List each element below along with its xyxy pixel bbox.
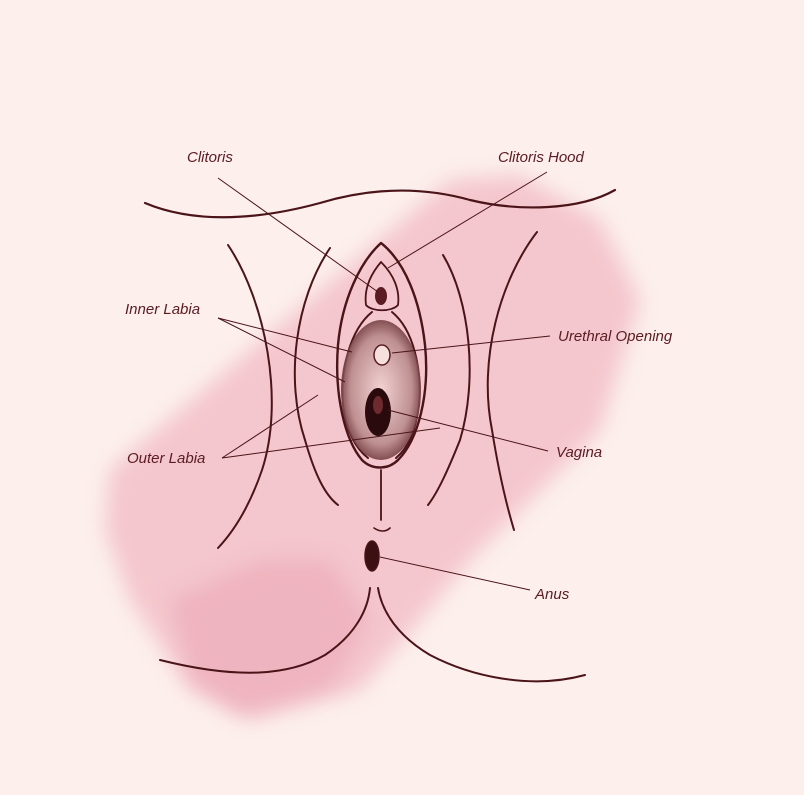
outer-labia-leader-2 (221, 427, 441, 459)
clitoris-hood-leader (387, 171, 548, 269)
label-outer-labia: Outer Labia (127, 450, 206, 467)
label-urethral-opening: Urethral Opening (558, 328, 673, 345)
urethral-opening-shape (373, 344, 391, 366)
left-buttock-line (159, 587, 371, 674)
anus-leader (379, 556, 531, 591)
vulva-outer-contour (336, 241, 428, 469)
left-outer-labia-line (293, 247, 339, 506)
left-thigh-line (217, 244, 273, 549)
label-clitoris-hood: Clitoris Hood (498, 149, 584, 166)
vagina-leader (387, 409, 549, 452)
perineum-mark (373, 527, 391, 532)
watercolor-wash-edge (170, 560, 370, 715)
clitoris-leader (217, 177, 379, 293)
inner-labia-leader-1 (217, 317, 353, 353)
right-buttock-line (377, 587, 586, 683)
outer-labia-leader-1 (221, 394, 319, 459)
clitoris-hood-shape (364, 261, 400, 312)
right-outer-labia-line (427, 254, 471, 506)
clitoris-shape (375, 287, 387, 305)
label-vagina: Vagina (556, 444, 603, 461)
vagina-opening-highlight (373, 396, 383, 414)
anus-shape (364, 540, 380, 572)
label-clitoris: Clitoris (187, 149, 233, 166)
label-inner-labia: Inner Labia (125, 301, 201, 318)
label-anus: Anus (535, 586, 570, 603)
urethral-opening-leader (391, 335, 551, 354)
right-thigh-line (486, 231, 538, 531)
inner-labia-leader-2 (217, 317, 346, 383)
pubic-line (143, 188, 617, 219)
